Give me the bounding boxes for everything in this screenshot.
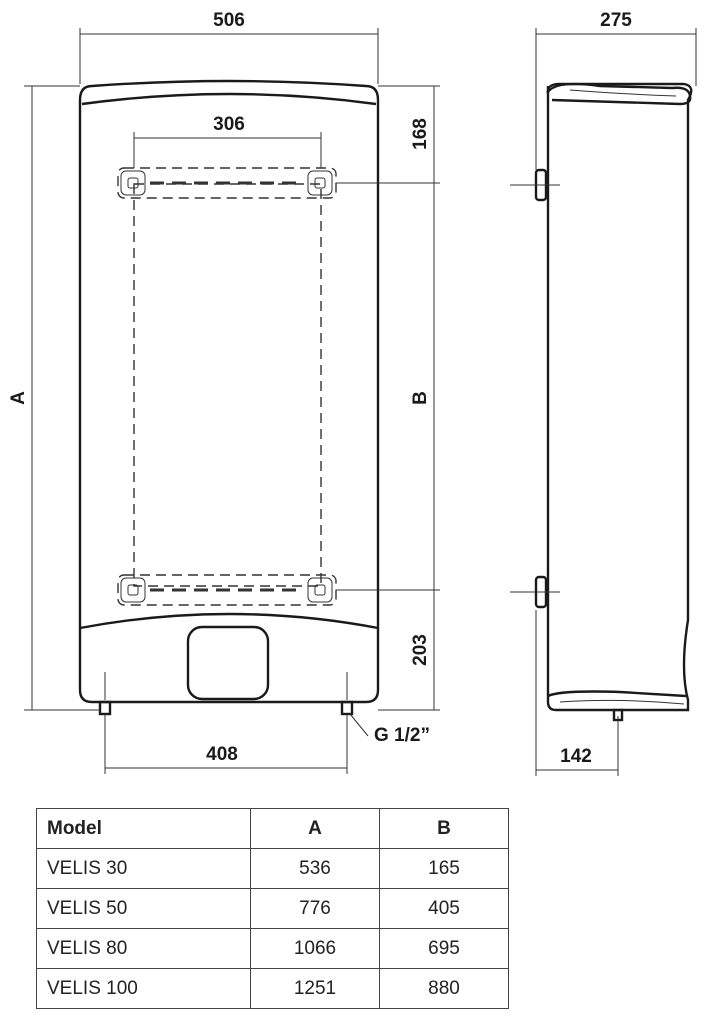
- header-model: Model: [36, 808, 251, 849]
- top-cap-line: [81, 92, 377, 106]
- model-name: VELIS 80: [36, 928, 251, 969]
- pipe-to-wall-label: 142: [560, 746, 592, 767]
- value-b: 880: [379, 968, 509, 1009]
- value-a: 1251: [250, 968, 380, 1009]
- side-bottom-cap: [547, 690, 687, 698]
- bottom-panel-line: [79, 612, 379, 630]
- value-a: 1066: [250, 928, 380, 969]
- table-header-row: Model A B: [36, 808, 509, 849]
- thread-leader-line: [349, 713, 369, 737]
- side-top-cap: [547, 82, 692, 106]
- side-body-outline: [546, 82, 693, 712]
- width-dimension-label: 506: [213, 10, 245, 31]
- mounting-frame-dashed: [133, 183, 322, 587]
- model-name: VELIS 100: [36, 968, 251, 1009]
- top-to-bracket-label: 168: [410, 118, 431, 150]
- top-bracket: [117, 167, 337, 199]
- control-window: [186, 625, 270, 701]
- value-b: 695: [379, 928, 509, 969]
- value-b: 405: [379, 888, 509, 929]
- bottom-to-bracket-label: 203: [410, 634, 431, 666]
- bracket-distance-label: B: [410, 391, 431, 405]
- pipe-right: [340, 700, 354, 716]
- value-a: 536: [250, 848, 380, 889]
- header-b: B: [379, 808, 509, 849]
- front-view: 506 306 A 168 B 203 408 G 1/2”: [8, 10, 440, 774]
- value-a: 776: [250, 888, 380, 929]
- bracket-spacing-label: 306: [213, 114, 245, 135]
- table-row: VELIS 30 536 165: [36, 848, 509, 889]
- technical-drawing: 506 306 A 168 B 203 408 G 1/2”: [8, 10, 697, 776]
- depth-dimension-label: 275: [600, 10, 632, 31]
- table-row: VELIS 50 776 405: [36, 888, 509, 929]
- height-dimension-label: A: [8, 391, 29, 405]
- model-name: VELIS 50: [36, 888, 251, 929]
- bottom-bracket: [117, 574, 337, 606]
- table-row: VELIS 80 1066 695: [36, 928, 509, 969]
- side-view: 275 142: [510, 10, 697, 776]
- pipe-thread-label: G 1/2”: [374, 725, 430, 746]
- heater-body-outline: [78, 79, 380, 704]
- table-row: VELIS 100 1251 880: [36, 968, 509, 1009]
- value-b: 165: [379, 848, 509, 889]
- pipe-left: [98, 700, 112, 716]
- model-name: VELIS 30: [36, 848, 251, 889]
- pipe-spacing-label: 408: [206, 744, 238, 765]
- model-dimensions-table: Model A B VELIS 30 536 165 VELIS 50 776 …: [36, 808, 509, 1009]
- header-a: A: [250, 808, 380, 849]
